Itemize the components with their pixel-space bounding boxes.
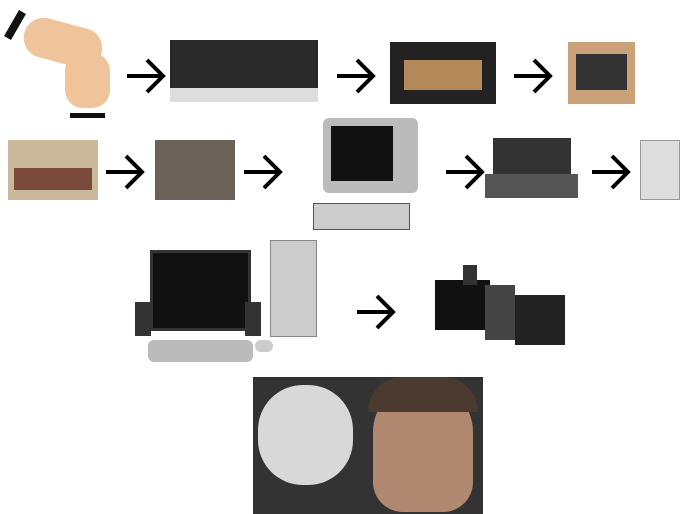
arrow-right-icon [104,152,146,192]
arrow-right-icon [335,56,377,96]
counting-hands-icon [4,8,125,118]
vintage-computer-icon [313,118,420,230]
arrow-right-icon [590,152,632,192]
mainframe-console-icon [170,40,318,102]
arrow-right-icon [242,152,284,192]
desktop-pc-icon [130,240,318,365]
teletype-icon [390,42,496,104]
desk-terminal-icon [8,140,98,200]
arrow-right-icon [512,56,554,96]
arrow-right-icon [355,292,397,332]
workstation-icon [640,140,680,200]
arrow-right-icon [125,56,167,96]
arrow-right-icon [444,152,486,192]
home-theater-icon [435,265,570,348]
computer-box-icon [155,140,235,200]
portable-computer-icon [485,138,578,200]
circuit-board-icon [568,42,635,104]
photo-icon [253,377,483,514]
